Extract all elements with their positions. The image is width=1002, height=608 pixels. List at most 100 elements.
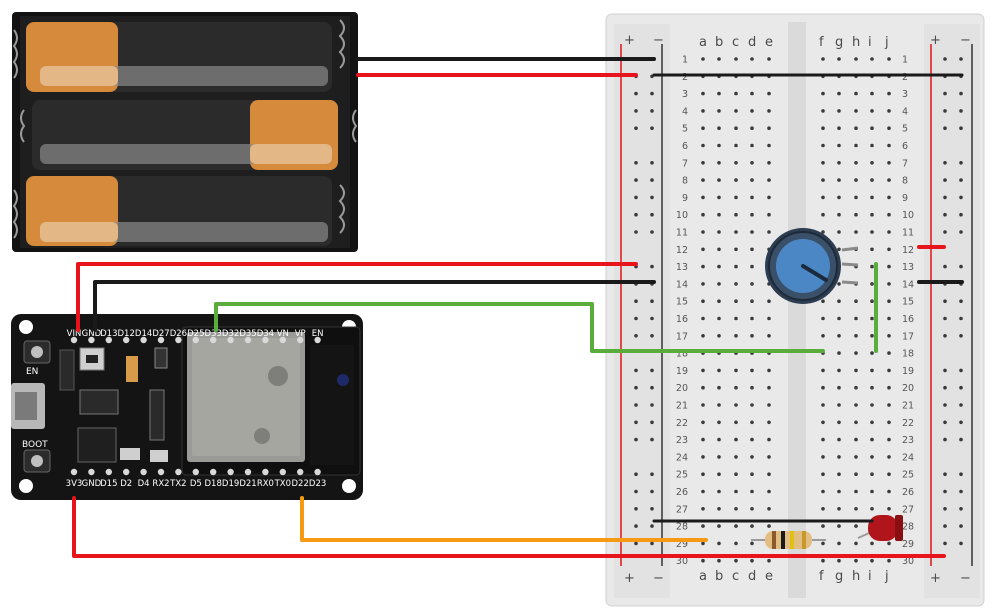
rail-hole[interactable] (650, 161, 654, 165)
breadboard-hole[interactable] (734, 247, 738, 252)
breadboard-hole[interactable] (837, 489, 841, 494)
breadboard-hole[interactable] (701, 385, 705, 390)
breadboard-hole[interactable] (767, 489, 771, 494)
breadboard-hole[interactable] (717, 247, 721, 252)
rail-hole[interactable] (959, 91, 963, 96)
breadboard-hole[interactable] (750, 282, 754, 286)
breadboard-hole[interactable] (717, 403, 721, 407)
breadboard-hole[interactable] (821, 212, 825, 217)
rail-hole[interactable] (650, 264, 654, 269)
breadboard-hole[interactable] (887, 351, 891, 355)
breadboard-hole[interactable] (854, 230, 858, 234)
pin-bottom-d5[interactable] (192, 468, 199, 476)
breadboard-hole[interactable] (750, 472, 754, 477)
breadboard-hole[interactable] (701, 282, 705, 286)
rail-hole[interactable] (959, 472, 963, 477)
breadboard-hole[interactable] (717, 282, 721, 286)
rail-hole[interactable] (650, 420, 654, 425)
rail-hole[interactable] (634, 524, 638, 528)
breadboard-hole[interactable] (701, 334, 705, 338)
breadboard-hole[interactable] (734, 489, 738, 494)
breadboard-hole[interactable] (837, 403, 841, 407)
rail-hole[interactable] (943, 316, 947, 321)
breadboard-hole[interactable] (734, 420, 738, 425)
rail-hole[interactable] (634, 126, 638, 130)
breadboard-hole[interactable] (701, 316, 705, 321)
pin-top-d35[interactable] (244, 336, 252, 344)
breadboard-hole[interactable] (734, 558, 738, 563)
breadboard-hole[interactable] (870, 91, 874, 96)
breadboard-hole[interactable] (821, 161, 825, 165)
pin-top-vn[interactable] (279, 336, 286, 344)
pin-bottom-rx2[interactable] (157, 468, 165, 476)
rail-hole[interactable] (634, 178, 638, 182)
breadboard-hole[interactable] (870, 264, 874, 269)
breadboard-hole[interactable] (887, 437, 891, 442)
breadboard-hole[interactable] (837, 524, 841, 528)
breadboard-hole[interactable] (750, 178, 754, 182)
breadboard-hole[interactable] (717, 57, 721, 61)
rail-hole[interactable] (959, 437, 963, 442)
rail-hole[interactable] (943, 385, 947, 390)
breadboard-hole[interactable] (717, 420, 721, 425)
rail-hole[interactable] (959, 212, 963, 217)
breadboard-hole[interactable] (887, 455, 891, 459)
rail-hole[interactable] (943, 195, 947, 200)
rail-hole[interactable] (650, 472, 654, 477)
breadboard-hole[interactable] (887, 109, 891, 113)
breadboard-hole[interactable] (854, 334, 858, 338)
breadboard-hole[interactable] (870, 489, 874, 494)
rail-hole[interactable] (634, 489, 638, 494)
rail-hole[interactable] (650, 403, 654, 407)
rail-hole[interactable] (943, 178, 947, 182)
breadboard-hole[interactable] (821, 178, 825, 182)
breadboard-hole[interactable] (750, 541, 754, 546)
breadboard-hole[interactable] (701, 57, 705, 61)
breadboard-hole[interactable] (821, 420, 825, 425)
breadboard-hole[interactable] (717, 558, 721, 563)
breadboard-hole[interactable] (887, 195, 891, 200)
breadboard-hole[interactable] (701, 420, 705, 425)
breadboard-hole[interactable] (750, 161, 754, 165)
rail-hole[interactable] (943, 299, 947, 304)
breadboard-hole[interactable] (767, 334, 771, 338)
pin-top-d13[interactable] (105, 336, 113, 344)
rail-hole[interactable] (943, 403, 947, 407)
breadboard-hole[interactable] (717, 143, 721, 148)
breadboard-hole[interactable] (767, 91, 771, 96)
rail-hole[interactable] (943, 230, 947, 234)
pin-bottom-tx0[interactable] (279, 468, 286, 476)
pin-top-vin[interactable] (70, 336, 78, 344)
breadboard-hole[interactable] (870, 403, 874, 407)
breadboard-hole[interactable] (821, 316, 825, 321)
breadboard-hole[interactable] (887, 507, 891, 511)
breadboard-hole[interactable] (854, 351, 858, 355)
breadboard-hole[interactable] (750, 316, 754, 321)
breadboard-hole[interactable] (821, 472, 825, 477)
breadboard-hole[interactable] (837, 334, 841, 338)
breadboard-hole[interactable] (870, 230, 874, 234)
pin-top-d26[interactable] (175, 336, 182, 344)
breadboard-hole[interactable] (701, 109, 705, 113)
breadboard-hole[interactable] (854, 403, 858, 407)
breadboard-hole[interactable] (750, 109, 754, 113)
rail-hole[interactable] (959, 334, 963, 338)
breadboard-hole[interactable] (734, 143, 738, 148)
breadboard-hole[interactable] (767, 195, 771, 200)
breadboard-hole[interactable] (837, 437, 841, 442)
breadboard-hole[interactable] (887, 230, 891, 234)
rail-hole[interactable] (943, 541, 947, 546)
breadboard-hole[interactable] (750, 334, 754, 338)
rail-hole[interactable] (943, 109, 947, 113)
pin-bottom-3v3[interactable] (70, 468, 78, 476)
rail-hole[interactable] (959, 195, 963, 200)
breadboard-hole[interactable] (870, 316, 874, 321)
breadboard-hole[interactable] (821, 489, 825, 494)
breadboard-hole[interactable] (750, 420, 754, 425)
rail-hole[interactable] (650, 212, 654, 217)
breadboard-hole[interactable] (734, 437, 738, 442)
rail-hole[interactable] (959, 57, 963, 61)
breadboard-hole[interactable] (734, 403, 738, 407)
rail-hole[interactable] (634, 403, 638, 407)
breadboard-hole[interactable] (887, 541, 891, 546)
